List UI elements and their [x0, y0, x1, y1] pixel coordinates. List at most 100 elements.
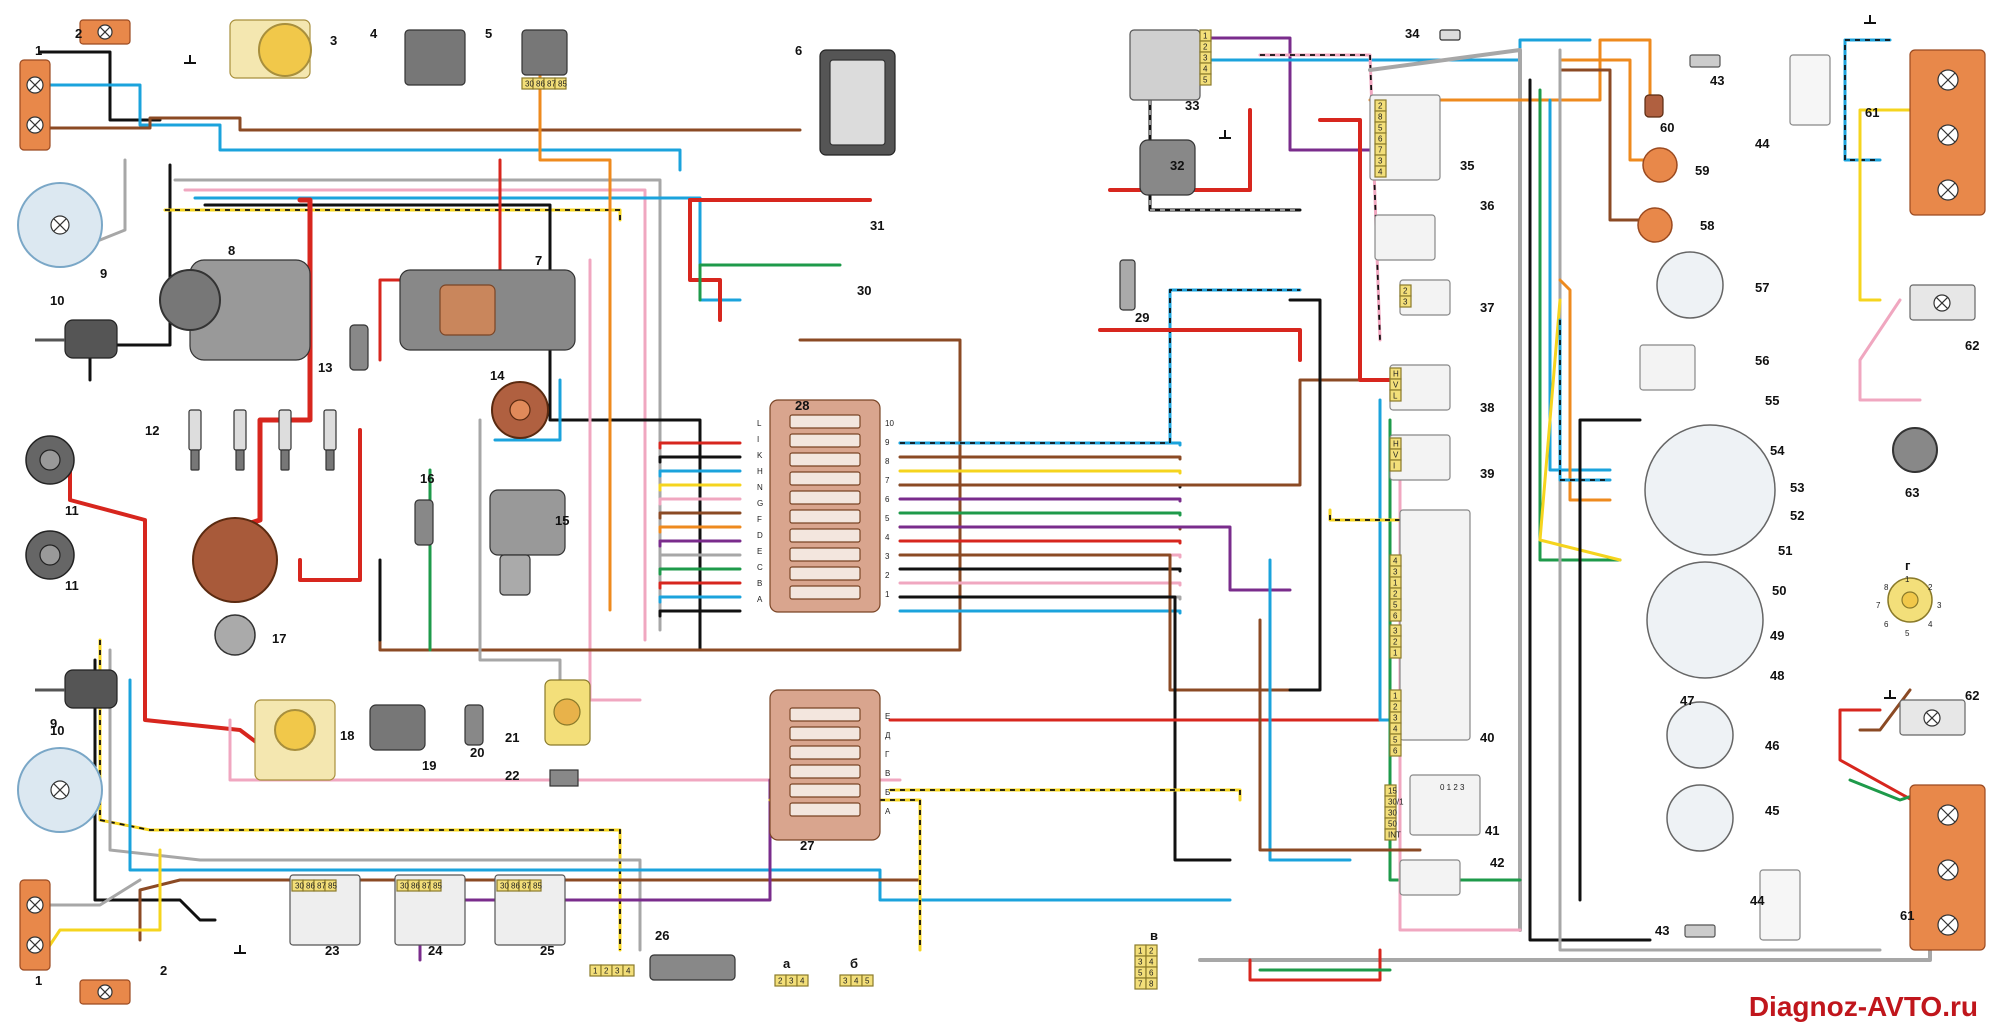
connector-pin-label: 85 — [433, 882, 442, 891]
component-number-17: 17 — [272, 631, 286, 646]
connector-pin — [529, 879, 542, 892]
component-number-48: 48 — [1770, 668, 1784, 683]
connector-pin-label: 4 — [626, 967, 631, 976]
component-number-45: 45 — [1765, 803, 1779, 818]
component-number-5: 5 — [485, 26, 492, 41]
component-number-20: 20 — [470, 745, 484, 760]
side-light-housing — [19, 59, 51, 151]
connector-pin-label: 2 — [1403, 287, 1408, 296]
connector-pin-label: 30 — [400, 882, 409, 891]
fuse-pin-letter: N — [757, 483, 763, 492]
lamp-filament — [28, 118, 42, 132]
lamp-filament — [28, 78, 42, 92]
connector-pin-label: 87 — [422, 882, 431, 891]
ignition-coil-terminal — [509, 399, 531, 421]
battery-label — [829, 59, 886, 146]
wire-yellow-black-stripe — [165, 209, 621, 220]
component-number-44: 44 — [1750, 893, 1765, 908]
brake-fluid-sensor — [1644, 94, 1664, 118]
connector-pin-label: 3 — [1378, 157, 1383, 166]
connector-pin-label: 86 — [511, 882, 520, 891]
wire-yellow — [888, 788, 1242, 802]
connector-pin-label: 1 — [1393, 692, 1398, 701]
component-number-24: 24 — [428, 943, 443, 958]
fuse — [789, 433, 861, 448]
lamp-filament — [1935, 296, 1949, 310]
connector-pin-label: 3 — [789, 977, 794, 986]
wire-blue — [1843, 38, 1892, 162]
component-number-16: 16 — [420, 471, 434, 486]
connector-pin-label: V — [1393, 381, 1399, 390]
connector-pin-label: 2 — [1378, 102, 1383, 111]
fuse-number: 5 — [885, 514, 890, 523]
wire-red — [68, 448, 282, 762]
connector-pin-label: 3 — [1403, 298, 1408, 307]
lamp-filament — [1940, 917, 1956, 933]
connector-pin-label: H — [1393, 370, 1399, 379]
lamp-filament — [99, 26, 111, 38]
wire-blue — [1198, 38, 1592, 62]
lamp-filament — [1940, 807, 1956, 823]
connector-pin — [1389, 609, 1402, 622]
speedometer — [1644, 424, 1776, 556]
connector-g-center — [1901, 591, 1919, 609]
fuse-number: 8 — [885, 457, 890, 466]
connector-pin-label: 7 — [1378, 146, 1383, 155]
wire-gray — [173, 178, 662, 632]
fuse-number: 10 — [885, 419, 894, 428]
wire-orange — [538, 58, 612, 612]
connector-pin-label: 8 — [1378, 113, 1383, 122]
wire-yellow-black-stripe — [1329, 510, 1400, 521]
lamp-socket-bulb — [553, 698, 581, 726]
washer-pump-body — [64, 669, 118, 709]
wire-orange — [1368, 38, 1652, 102]
fuse-pin-letter: F — [757, 515, 762, 524]
connector-pin-label: 15 — [1388, 787, 1397, 796]
wire-purple — [898, 525, 1292, 592]
relay-body — [494, 874, 566, 946]
wire-green — [1538, 88, 1622, 562]
wire-black — [1288, 298, 1322, 692]
warning-lamp — [1642, 147, 1678, 183]
component-number-52: 52 — [1790, 508, 1804, 523]
wire-yellow — [658, 483, 742, 492]
starter-solenoid — [439, 284, 496, 336]
connector-pin — [324, 879, 337, 892]
connector-g-pin: 7 — [1876, 601, 1881, 610]
connector-pin — [1389, 389, 1402, 402]
wire-gray — [658, 553, 742, 562]
component-number-18: 18 — [340, 728, 354, 743]
component-number-8: 8 — [228, 243, 235, 258]
component-number-33: 33 — [1185, 98, 1199, 113]
connector-pin-label: 30 — [525, 80, 534, 89]
component-number-9: 9 — [100, 266, 107, 281]
wire-gray — [1198, 928, 1932, 962]
component-number-40: 40 — [1480, 730, 1494, 745]
connector-pin — [1389, 646, 1402, 659]
courtesy-lamp — [1759, 869, 1801, 941]
connector-pin-label: 50 — [1388, 820, 1397, 829]
connector-pin-label: 5 — [1378, 124, 1383, 133]
connector-pin-label: 3 — [1393, 714, 1398, 723]
connector-g-pin: 8 — [1884, 583, 1889, 592]
wire-blue — [128, 678, 1232, 902]
connector-pin-label: 85 — [328, 882, 337, 891]
spark-plug-tip — [325, 449, 335, 471]
fuse-number: 6 — [885, 495, 890, 504]
spark-plug-body — [278, 409, 292, 451]
component-number-11: 11 — [65, 503, 79, 518]
temperature-sensor — [414, 499, 434, 546]
lamp-filament — [28, 898, 42, 912]
wire-pink — [588, 258, 642, 702]
spark-plug-tip — [190, 449, 200, 471]
fuse-pin-letter: C — [757, 563, 763, 572]
component-number-36: 36 — [1480, 198, 1494, 213]
spark-plug-body — [323, 409, 337, 451]
wire-purple — [1208, 36, 1372, 152]
spark-plug-tip — [235, 449, 245, 471]
voltage-regulator-body — [404, 29, 466, 86]
connector-pin-label: 4 — [1378, 168, 1383, 177]
component-number-1: 1 — [35, 43, 42, 58]
horn-diaphragm — [39, 544, 61, 566]
relay-body — [521, 29, 568, 76]
